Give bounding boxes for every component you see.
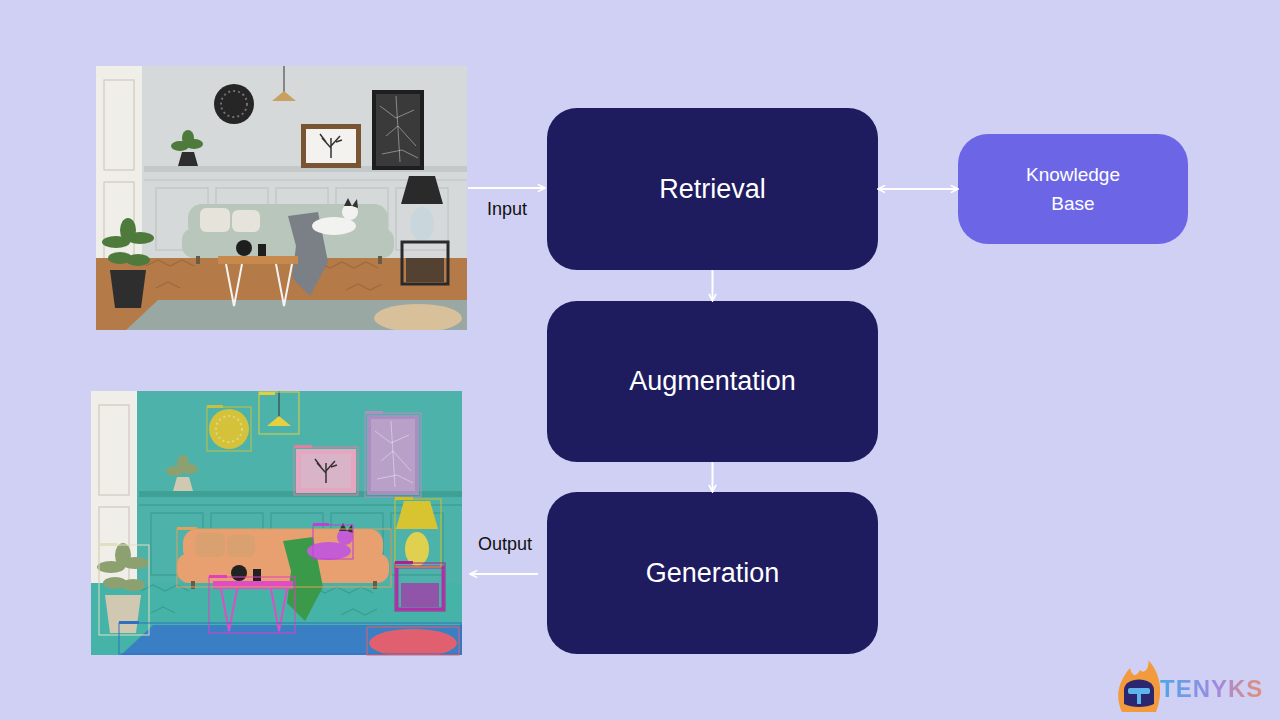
output-arrow [470, 573, 538, 575]
segmented-output-photo [91, 391, 462, 657]
node-text: Generation [646, 557, 780, 589]
flow-arrow [712, 462, 714, 492]
node-text: Knowledge Base [1013, 160, 1133, 219]
knowledge-store: Knowledge Base [958, 134, 1188, 244]
input-arrow [468, 187, 545, 189]
brand-logo [1118, 660, 1160, 712]
process-box: Retrieval [547, 108, 878, 270]
flow-label: Input [470, 199, 544, 220]
process-box: Augmentation [547, 301, 878, 462]
detection-boxes [99, 392, 461, 655]
node-text: Augmentation [629, 365, 796, 397]
process-box: Generation [547, 492, 878, 654]
flow-label: Output [466, 534, 544, 555]
node-text: Retrieval [659, 173, 766, 205]
flow-arrow [878, 188, 958, 190]
flow-arrow [712, 270, 714, 301]
input-photo [96, 66, 467, 332]
watermark: TENYKS [1160, 675, 1272, 703]
